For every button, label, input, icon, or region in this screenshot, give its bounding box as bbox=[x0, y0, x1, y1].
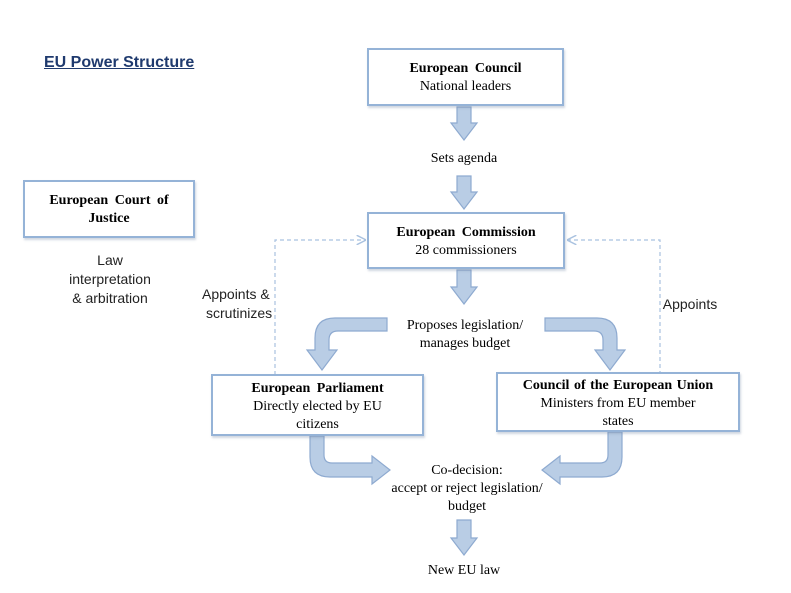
european-parliament-box: European Parliament Directly elected by … bbox=[211, 374, 424, 436]
down-arrow-commission-to-proposes bbox=[449, 269, 479, 305]
court-of-justice-box: European Court of Justice bbox=[23, 180, 195, 238]
appoints-left-line2: scrutinizes bbox=[206, 305, 273, 321]
down-arrow-agenda-to-commission bbox=[449, 175, 479, 210]
appoints-scrutinizes-label: Appoints & scrutinizes bbox=[202, 285, 292, 323]
council-of-eu-title: Council of the European Union bbox=[522, 378, 714, 393]
european-council-box: European Council National leaders bbox=[367, 48, 564, 106]
european-commission-box: European Commission 28 commissioners bbox=[367, 212, 565, 269]
curved-arrow-to-council bbox=[544, 317, 627, 371]
council-of-eu-subtitle-line1: Ministers from EU member bbox=[540, 396, 696, 411]
court-description: Law interpretation & arbitration bbox=[40, 251, 180, 308]
appoints-left-dashed-line bbox=[274, 240, 365, 375]
european-commission-subtitle: 28 commissioners bbox=[415, 243, 517, 258]
sets-agenda-label: Sets agenda bbox=[430, 151, 498, 166]
appoints-left-line1: Appoints & bbox=[202, 286, 270, 302]
proposes-line2: manages budget bbox=[419, 336, 511, 351]
council-of-eu-subtitle-line2: states bbox=[602, 414, 634, 429]
european-commission-title: European Commission bbox=[396, 225, 536, 240]
codecision-line2: accept or reject legislation/ bbox=[391, 481, 543, 496]
court-of-justice-title-line2: Justice bbox=[88, 211, 130, 226]
curved-arrow-to-parliament bbox=[305, 317, 388, 371]
appoints-right-label: Appoints bbox=[662, 296, 718, 312]
appoints-right-dashed-line bbox=[568, 240, 661, 375]
new-eu-law-label: New EU law bbox=[427, 563, 501, 578]
down-arrow-council-to-agenda bbox=[449, 106, 479, 141]
court-desc-line1: Law bbox=[97, 252, 123, 268]
codecision-line3: budget bbox=[447, 499, 487, 514]
european-parliament-title: European Parliament bbox=[251, 381, 384, 396]
down-arrow-codecision-to-law bbox=[449, 519, 479, 556]
european-parliament-subtitle-line2: citizens bbox=[296, 417, 339, 432]
codecision-line1: Co-decision: bbox=[431, 463, 503, 478]
european-parliament-subtitle-line1: Directly elected by EU bbox=[253, 399, 382, 414]
council-of-eu-box: Council of the European Union Ministers … bbox=[496, 372, 740, 432]
page-title: EU Power Structure bbox=[44, 54, 195, 71]
european-council-title: European Council bbox=[409, 61, 522, 76]
court-desc-line3: & arbitration bbox=[72, 290, 148, 306]
european-council-subtitle: National leaders bbox=[419, 79, 512, 94]
codecision-label: Co-decision: accept or reject legislatio… bbox=[372, 462, 562, 516]
court-of-justice-title-line1: European Court of bbox=[49, 193, 169, 208]
curved-arrow-council-to-codecision bbox=[541, 431, 623, 486]
curved-arrow-parliament-to-codecision bbox=[309, 435, 391, 486]
proposes-line1: Proposes legislation/ bbox=[406, 318, 524, 333]
proposes-label: Proposes legislation/ manages budget bbox=[380, 317, 550, 353]
court-desc-line2: interpretation bbox=[69, 271, 151, 287]
